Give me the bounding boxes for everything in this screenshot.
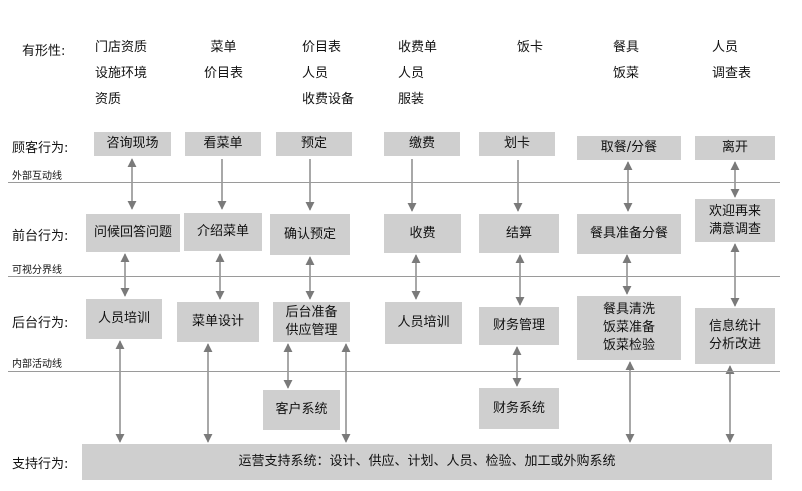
customer-action-take-meal: 取餐/分餐 xyxy=(577,136,681,160)
row-label-support: 支持行为: xyxy=(12,457,69,472)
back-action-staff-training: 人员培训 xyxy=(86,299,162,339)
tangible-item: 收费设备 xyxy=(302,92,355,107)
row-label-customer: 顾客行为: xyxy=(12,141,69,156)
box-label: 离开 xyxy=(721,140,748,155)
front-action-prepare-serve: 餐具准备分餐 xyxy=(577,214,681,254)
box-label: 餐具准备分餐 xyxy=(589,226,668,241)
box-label: 财务管理 xyxy=(492,318,545,333)
box-label: 信息统计 xyxy=(708,319,761,334)
front-action-welcome-survey: 欢迎再来满意调查 xyxy=(695,199,775,242)
box-label: 饭菜检验 xyxy=(602,338,655,353)
tangible-item: 门店资质 xyxy=(95,40,148,55)
tangible-col-1: 门店资质 设施环境 资质 xyxy=(95,35,147,113)
box-label: 欢迎再来 xyxy=(708,203,761,219)
support-system-box: 运营支持系统：设计、供应、计划、人员、检验、加工或外购系统 xyxy=(82,444,772,480)
tangible-item: 菜单 xyxy=(210,40,237,55)
row-label-tangible: 有形性: xyxy=(22,44,66,59)
row-label-front: 前台行为: xyxy=(12,229,69,244)
tangible-item: 价目表 xyxy=(302,40,342,55)
customer-action-consult: 咨询现场 xyxy=(94,132,171,156)
tangible-item: 饭菜 xyxy=(613,66,640,81)
box-label: 菜单设计 xyxy=(191,314,244,329)
tangible-col-5: 饭卡 xyxy=(517,35,543,61)
tangible-item: 设施环境 xyxy=(95,66,148,81)
tangible-item: 调查表 xyxy=(712,66,752,81)
back-action-statistics-improve: 信息统计分析改进 xyxy=(695,308,775,364)
back-action-backstage-supply: 后台准备供应管理 xyxy=(273,302,350,342)
tangible-item: 人员 xyxy=(712,40,739,55)
box-label: 人员培训 xyxy=(397,315,450,330)
separator-label-visibility: 可视分界线 xyxy=(12,265,62,276)
box-label: 取餐/分餐 xyxy=(600,140,658,155)
front-action-greet: 问候回答问题 xyxy=(86,214,180,252)
box-label: 餐具清洗 xyxy=(602,302,655,317)
customer-action-swipe-card: 划卡 xyxy=(479,132,555,156)
separator-label-external: 外部互动线 xyxy=(12,171,62,182)
tangible-item: 饭卡 xyxy=(517,40,544,55)
external-interaction-line xyxy=(8,182,780,183)
tangible-item: 餐具 xyxy=(613,40,640,55)
customer-system-box: 客户系统 xyxy=(263,390,340,430)
box-label: 问候回答问题 xyxy=(93,225,172,240)
back-action-staff-training-2: 人员培训 xyxy=(385,302,462,344)
front-action-collect-fee: 收费 xyxy=(384,214,461,253)
separator-label-internal: 内部活动线 xyxy=(12,359,62,370)
back-action-menu-design: 菜单设计 xyxy=(177,302,259,342)
tangible-item: 服装 xyxy=(398,92,425,107)
box-label: 缴费 xyxy=(408,136,435,151)
front-action-introduce-menu: 介绍菜单 xyxy=(184,213,262,251)
row-label-back: 后台行为: xyxy=(12,316,69,331)
box-label: 看菜单 xyxy=(203,136,243,151)
tangible-item: 人员 xyxy=(302,66,329,81)
tangible-col-2: 菜单 价目表 xyxy=(204,35,243,87)
customer-action-pay: 缴费 xyxy=(384,132,460,156)
box-label: 饭菜准备 xyxy=(602,320,655,335)
front-action-settle: 结算 xyxy=(479,214,559,253)
box-label: 结算 xyxy=(505,225,532,241)
tangible-item: 资质 xyxy=(95,92,122,107)
back-action-wash-prepare-inspect: 餐具清洗饭菜准备饭菜检验 xyxy=(577,296,681,360)
internal-interaction-line xyxy=(8,371,780,372)
tangible-item: 人员 xyxy=(398,66,425,81)
tangible-item: 收费单 xyxy=(398,40,438,55)
box-label: 收费 xyxy=(409,225,436,241)
box-label: 满意调查 xyxy=(708,221,761,237)
tangible-item: 价目表 xyxy=(204,66,244,81)
customer-action-leave: 离开 xyxy=(695,136,775,160)
box-label: 财务系统 xyxy=(492,400,545,416)
box-label: 咨询现场 xyxy=(106,136,159,151)
box-label: 运营支持系统：设计、供应、计划、人员、检验、加工或外购系统 xyxy=(238,454,616,469)
box-label: 客户系统 xyxy=(275,402,328,417)
finance-system-box: 财务系统 xyxy=(479,388,559,429)
box-label: 划卡 xyxy=(503,136,530,151)
box-label: 分析改进 xyxy=(708,337,761,352)
tangible-col-3: 价目表 人员 收费设备 xyxy=(302,35,354,113)
box-label: 介绍菜单 xyxy=(196,224,249,239)
tangible-col-4: 收费单 人员 服装 xyxy=(398,35,437,113)
tangible-col-6: 餐具 饭菜 xyxy=(613,35,639,87)
tangible-col-7: 人员 调查表 xyxy=(712,35,751,87)
visibility-line xyxy=(8,276,780,277)
box-label: 预定 xyxy=(300,136,327,151)
box-label: 人员培训 xyxy=(97,311,150,326)
box-label: 确认预定 xyxy=(283,226,336,242)
front-action-confirm-reservation: 确认预定 xyxy=(270,214,350,255)
customer-action-reserve: 预定 xyxy=(276,132,352,156)
box-label: 供应管理 xyxy=(285,323,338,338)
box-label: 后台准备 xyxy=(285,305,338,320)
back-action-finance-management: 财务管理 xyxy=(479,307,559,345)
customer-action-view-menu: 看菜单 xyxy=(185,132,261,156)
